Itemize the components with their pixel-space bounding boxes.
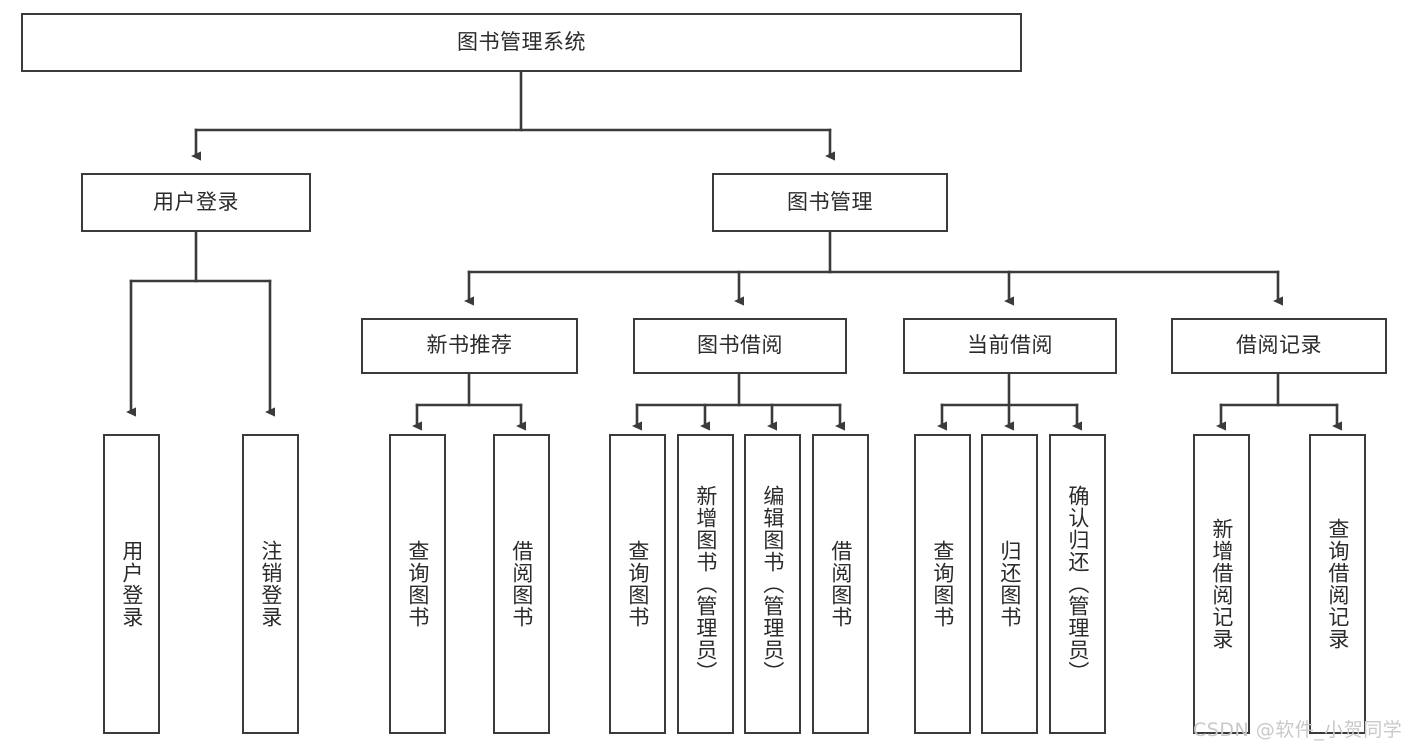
node-label: 当前借阅	[967, 333, 1053, 358]
node-label: 用户登录	[119, 540, 144, 628]
node-borrowing-record[interactable]: 借阅记录	[1171, 318, 1387, 374]
node-new-book-recommendation[interactable]: 新书推荐	[361, 318, 578, 374]
node-label: 新书推荐	[426, 333, 513, 358]
node-label: 用户登录	[153, 189, 239, 214]
node-label: 图书管理系统	[457, 29, 586, 54]
leaf-borrow-query-books[interactable]: 查询图书	[609, 434, 666, 734]
csdn-watermark: CSDN @软件_小贺同学	[1193, 719, 1403, 741]
leaf-user-login-logout[interactable]: 注销登录	[242, 434, 299, 734]
node-label: 借阅图书	[828, 540, 853, 628]
leaf-user-login-login[interactable]: 用户登录	[103, 434, 160, 734]
node-label: 借阅记录	[1236, 333, 1322, 358]
node-book-borrowing[interactable]: 图书借阅	[633, 318, 847, 374]
leaf-borrow-borrow-books[interactable]: 借阅图书	[812, 434, 869, 734]
node-label: 查询图书	[625, 540, 650, 628]
leaf-new-book-borrow-books[interactable]: 借阅图书	[493, 434, 550, 734]
node-user-login[interactable]: 用户登录	[81, 173, 311, 232]
node-root-book-management-system[interactable]: 图书管理系统	[21, 13, 1022, 72]
node-label: 借阅图书	[509, 540, 534, 628]
leaf-record-query-borrow-record[interactable]: 查询借阅记录	[1309, 434, 1366, 734]
node-label: 新增图书（管理员）	[693, 485, 718, 683]
leaf-borrow-edit-book-admin[interactable]: 编辑图书（管理员）	[744, 434, 801, 734]
node-label: 编辑图书（管理员）	[760, 485, 785, 683]
node-current-borrowing[interactable]: 当前借阅	[903, 318, 1117, 374]
leaf-borrow-add-book-admin[interactable]: 新增图书（管理员）	[677, 434, 734, 734]
node-book-management[interactable]: 图书管理	[712, 173, 948, 232]
node-label: 查询借阅记录	[1325, 518, 1350, 650]
node-label: 确认归还（管理员）	[1065, 485, 1090, 683]
leaf-current-return-books[interactable]: 归还图书	[981, 434, 1038, 734]
leaf-new-book-query-books[interactable]: 查询图书	[389, 434, 446, 734]
node-label: 图书管理	[787, 189, 873, 214]
node-label: 注销登录	[258, 540, 283, 628]
leaf-current-confirm-return-admin[interactable]: 确认归还（管理员）	[1049, 434, 1106, 734]
node-label: 查询图书	[930, 540, 955, 628]
leaf-current-query-books[interactable]: 查询图书	[914, 434, 971, 734]
node-label: 新增借阅记录	[1209, 518, 1234, 650]
leaf-record-add-borrow-record[interactable]: 新增借阅记录	[1193, 434, 1250, 734]
node-label: 归还图书	[997, 540, 1022, 628]
node-label: 图书借阅	[697, 333, 783, 358]
node-label: 查询图书	[405, 540, 430, 628]
